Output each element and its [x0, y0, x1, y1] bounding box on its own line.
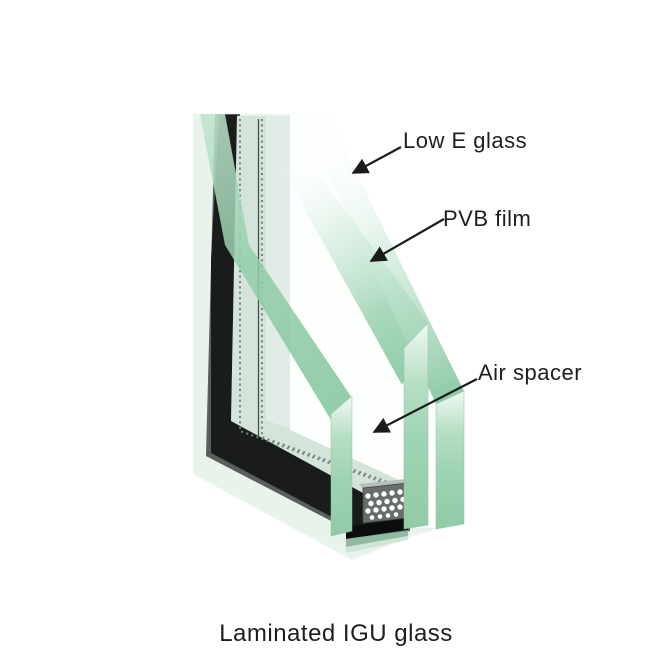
figure-caption: Laminated IGU glass	[219, 620, 453, 647]
middle-pane-top-edge-band	[252, 114, 428, 385]
secondary-sealant	[346, 518, 408, 539]
air-spacer-arrow	[372, 378, 478, 433]
low-e-glass-arrow	[351, 146, 402, 174]
low-e-glass-label: Low E glass	[403, 128, 527, 153]
bottom-edge-shade-light	[346, 536, 408, 553]
air-spacer-label: Air spacer	[478, 360, 582, 385]
inner-pane-top-edge-ribbon	[200, 114, 352, 420]
air-spacer-bar-top	[359, 479, 408, 489]
spacer-channel-inner-highlight	[266, 116, 290, 429]
desiccant-dots	[365, 489, 406, 520]
outer-pane-edge-strip	[435, 390, 465, 530]
middle-pane-edge-strip	[403, 322, 429, 530]
bottom-edge-shade-dark	[346, 530, 408, 547]
pvb-film-arrow	[369, 218, 445, 262]
inner-pane-edge-strip	[330, 395, 353, 537]
pvb-film-label: PVB film	[443, 206, 531, 231]
